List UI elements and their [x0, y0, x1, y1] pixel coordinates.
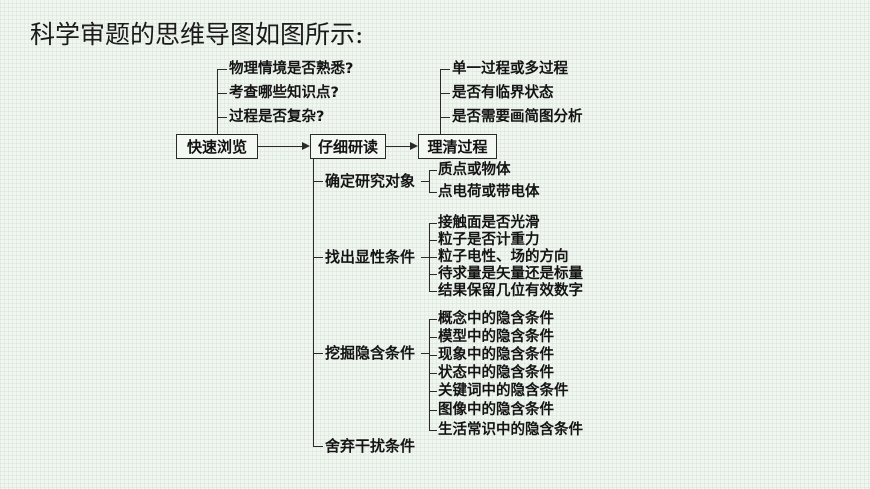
tick-process-item-0: [440, 69, 450, 70]
branch-label-explicit: 找出显性条件: [325, 248, 416, 266]
arrow-scan-to-study-head: [302, 142, 310, 150]
explicit-item-2: 粒子电性、场的方向: [438, 249, 569, 265]
tick-hidden-item-6: [429, 430, 437, 431]
hidden-item-6: 生活常识中的隐含条件: [438, 422, 583, 438]
scan-item-2: 过程是否复杂?: [229, 109, 325, 125]
arrow-scan-to-study-line: [258, 146, 304, 147]
spine-process-group: [440, 69, 441, 134]
explicit-item-1: 粒子是否计重力: [438, 232, 540, 248]
hidden-item-0: 概念中的隐含条件: [438, 311, 554, 327]
spine-scan-group: [217, 69, 218, 134]
explicit-item-3: 待求量是矢量还是标量: [438, 266, 583, 282]
arrow-study-to-process-head: [410, 142, 418, 150]
tick-hidden-item-3: [429, 373, 437, 374]
box-careful-study[interactable]: 仔细研读: [310, 134, 386, 159]
scan-item-0: 物理情境是否熟悉?: [229, 61, 354, 77]
tick-branch-explicit: [313, 257, 323, 258]
branch-label-discard: 舍弃干扰条件: [325, 437, 416, 455]
subject-item-1: 点电荷或带电体: [438, 184, 540, 200]
branch-label-hidden: 挖掘隐含条件: [325, 344, 416, 362]
tick-hidden-item-4: [429, 391, 437, 392]
tick-branch-hidden: [313, 353, 323, 354]
explicit-item-4: 结果保留几位有效数字: [438, 283, 583, 299]
tick-hidden-item-1: [429, 337, 437, 338]
hidden-item-5: 图像中的隐含条件: [438, 402, 554, 418]
tick-explicit-item-3: [429, 274, 437, 275]
page-title: 科学审题的思维导图如图所示:: [30, 20, 364, 49]
tick-process-item-2: [440, 117, 450, 118]
process-item-0: 单一过程或多过程: [452, 61, 568, 77]
tick-scan-item-0: [217, 69, 227, 70]
spine-subject-group: [429, 170, 430, 192]
explicit-item-0: 接触面是否光滑: [438, 215, 540, 231]
hidden-item-1: 模型中的隐含条件: [438, 329, 554, 345]
arrow-study-to-process-line: [386, 146, 412, 147]
process-item-1: 是否有临界状态: [452, 85, 554, 101]
tick-subject-item-0: [429, 170, 437, 171]
process-item-2: 是否需要画简图分析: [452, 109, 583, 125]
box-quick-scan[interactable]: 快速浏览: [176, 134, 258, 159]
box-clarify-process[interactable]: 理清过程: [418, 134, 497, 159]
connector-explicit-stem: [421, 257, 429, 258]
tick-hidden-item-2: [429, 355, 437, 356]
tick-branch-discard: [313, 446, 323, 447]
tick-subject-item-1: [429, 192, 437, 193]
subject-item-0: 质点或物体: [438, 162, 511, 178]
tick-hidden-item-5: [429, 410, 437, 411]
tick-explicit-item-1: [429, 240, 437, 241]
branch-label-subject: 确定研究对象: [325, 172, 416, 190]
connector-subject-stem: [421, 181, 429, 182]
spine-study-main: [313, 159, 314, 446]
hidden-item-4: 关键词中的隐含条件: [438, 383, 569, 399]
tick-explicit-item-2: [429, 257, 437, 258]
hidden-item-3: 状态中的隐含条件: [438, 365, 554, 381]
scan-item-1: 考查哪些知识点?: [229, 85, 339, 101]
tick-explicit-item-0: [429, 223, 437, 224]
tick-scan-item-2: [217, 117, 227, 118]
tick-process-item-1: [440, 93, 450, 94]
spine-hidden-group: [429, 319, 430, 430]
tick-hidden-item-0: [429, 319, 437, 320]
tick-explicit-item-4: [429, 291, 437, 292]
tick-scan-item-1: [217, 93, 227, 94]
tick-branch-subject: [313, 181, 323, 182]
connector-hidden-stem: [421, 353, 429, 354]
hidden-item-2: 现象中的隐含条件: [438, 347, 554, 363]
